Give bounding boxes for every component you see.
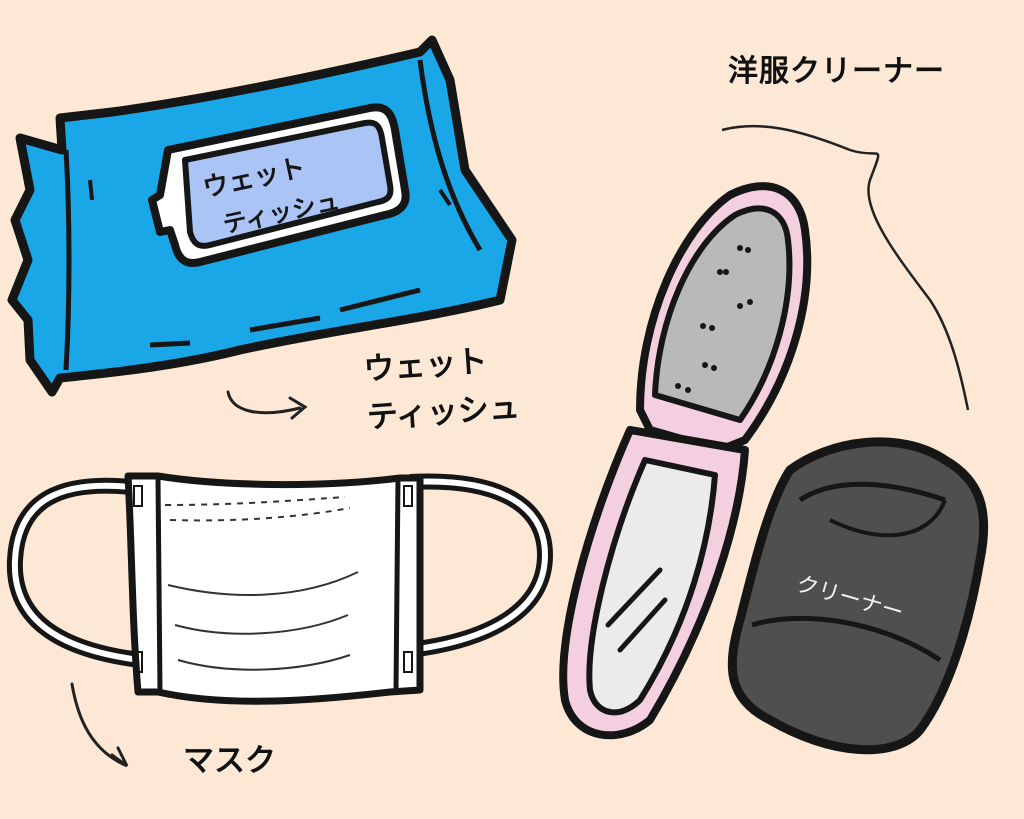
cleaner-pointer-line [721,124,970,411]
clothes-cleaner-device: クリーナー [727,437,989,755]
mask-body [124,472,424,705]
cleaner-body [727,437,989,755]
face-mask [6,472,554,705]
package-label-panel [182,119,394,249]
label-wet-tissue: ウェット ティッシュ [362,335,521,441]
mask-arrow [70,682,129,768]
wet-tissue-arrow [226,390,308,420]
label-mask: マスク [183,743,276,779]
wet-tissue-package: ウェット ティッシュ [7,35,517,397]
compact-mirror [559,182,812,740]
mirror-top-panel [652,205,793,423]
label-clothes-cleaner: 洋服クリーナー [728,54,945,89]
